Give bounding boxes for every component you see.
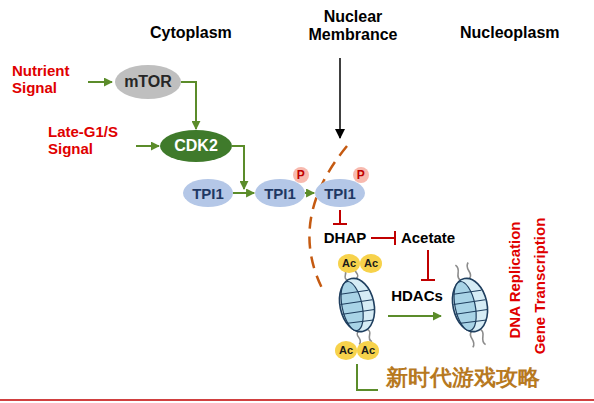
pointer-arrow — [339, 58, 341, 138]
acetyl-circle: Ac — [357, 341, 379, 360]
protein-ellipse: TPI1 — [183, 179, 233, 207]
protein-ellipse: TPI1P — [255, 179, 305, 207]
region-label: Cytoplasm — [150, 24, 232, 42]
signal-arrow — [136, 145, 159, 147]
outcome-label: Gene Transcription — [531, 218, 548, 355]
deacetylation-arrow — [388, 315, 441, 317]
kinase-ellipse: CDK2 — [160, 130, 232, 162]
acetyl-circle: Ac — [360, 254, 382, 273]
region-label: Nuclear Membrance — [297, 8, 409, 45]
watermark: 新时代游戏攻略 — [386, 365, 540, 390]
metabolite-label: DHAP — [324, 229, 367, 246]
bottom-rule — [0, 399, 594, 401]
signal-label: Nutrient Signal — [12, 62, 92, 97]
node-text: Ac — [342, 258, 356, 269]
node-text: P — [297, 169, 305, 181]
outcome-label: DNA Replication — [506, 222, 523, 339]
node-text: Ac — [364, 258, 378, 269]
node-text: Ac — [361, 345, 375, 356]
node-text: Ac — [339, 345, 353, 356]
enzyme-label: HDACs — [391, 287, 443, 304]
signal-arrow — [88, 81, 112, 83]
node-text: TPI1 — [192, 186, 224, 201]
signal-label: Late-G1/S Signal — [48, 123, 134, 158]
acetyl-circle: Ac — [338, 254, 360, 273]
protein-ellipse: TPI1P — [315, 179, 365, 207]
activation-arrow — [305, 192, 314, 194]
nucleosome — [332, 263, 381, 346]
node-text: mTOR — [124, 74, 172, 90]
phosphate-circle: P — [353, 167, 369, 183]
region-label: Nucleoplasm — [460, 24, 560, 42]
kinase-ellipse: mTOR — [115, 65, 181, 99]
metabolite-label: Acetate — [401, 229, 455, 246]
node-text: P — [357, 169, 365, 181]
kinase-arrow — [232, 146, 244, 189]
activation-arrow — [233, 192, 254, 194]
node-text: TPI1 — [264, 186, 296, 201]
node-text: CDK2 — [174, 138, 218, 154]
phosphate-circle: P — [293, 167, 309, 183]
acetyl-circle: Ac — [335, 341, 357, 360]
output-bracket — [357, 364, 378, 390]
activation-arrow — [181, 82, 196, 129]
nucleosome — [445, 260, 496, 349]
node-text: TPI1 — [324, 186, 356, 201]
